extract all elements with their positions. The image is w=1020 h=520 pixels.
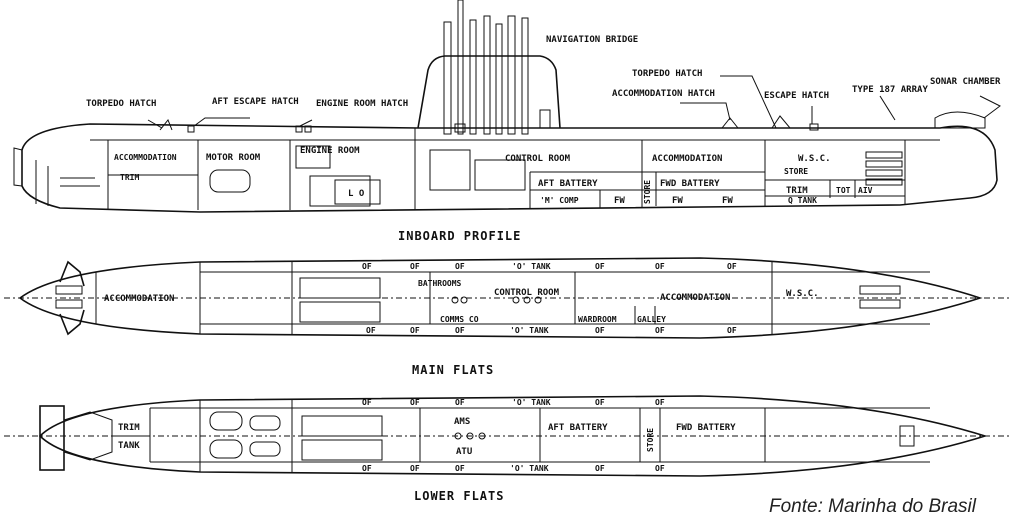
main-label-wardroom: WARDROOM [578, 315, 617, 324]
lower-of-7: OF [410, 464, 420, 473]
lower-of-5: OF [655, 398, 665, 407]
label-fw-3: FW [722, 196, 733, 206]
label-aiv: AIV [858, 186, 873, 195]
main-of-12: OF [727, 326, 737, 335]
label-accommodation-fwd: ACCOMMODATION [652, 154, 722, 164]
lower-flats: OF OF OF 'O' TANK OF OF OF OF OF 'O' TAN… [4, 395, 1010, 503]
label-engine-room-hatch: ENGINE ROOM HATCH [316, 99, 408, 109]
label-escape-hatch: ESCAPE HATCH [764, 91, 829, 101]
main-label-galley: GALLEY [637, 315, 666, 324]
hull-outline [21, 123, 998, 213]
lower-of-9: OF [595, 464, 605, 473]
lower-of-2: OF [410, 398, 420, 407]
main-flats: OF OF OF 'O' TANK OF OF OF OF OF OF 'O' … [4, 257, 1010, 377]
main-of-4: OF [595, 262, 605, 271]
fin [417, 55, 561, 129]
label-engine-room: ENGINE ROOM [300, 146, 360, 156]
label-trim-fwd: TRIM [786, 186, 808, 196]
label-aft-escape-hatch: AFT ESCAPE HATCH [212, 97, 299, 107]
title-lower-flats: LOWER FLATS [414, 489, 504, 503]
lower-of-1: OF [362, 398, 372, 407]
lower-of-3: OF [455, 398, 465, 407]
lower-of-10: OF [655, 464, 665, 473]
label-torpedo-hatch-aft: TORPEDO HATCH [86, 99, 156, 109]
main-label-accommodation-fwd: ACCOMMODATION [660, 293, 730, 303]
label-motor-room: MOTOR ROOM [206, 153, 261, 163]
label-store: STORE [784, 167, 808, 176]
label-sonar-chamber: SONAR CHAMBER [930, 77, 1001, 87]
main-o-tank-top: 'O' TANK [512, 262, 551, 271]
label-fwd-battery: FWD BATTERY [660, 179, 720, 189]
lower-label-fwd-battery: FWD BATTERY [676, 423, 736, 433]
label-fw-1: FW [614, 196, 625, 206]
main-flats-hull [18, 257, 983, 339]
label-aft-battery: AFT BATTERY [538, 179, 598, 189]
main-of-8: OF [410, 326, 420, 335]
label-lo: L O [348, 189, 365, 199]
lower-label-aft-battery: AFT BATTERY [548, 423, 608, 433]
lower-of-6: OF [362, 464, 372, 473]
label-m-comp: 'M' COMP [540, 196, 579, 205]
label-type-187-array: TYPE 187 ARRAY [852, 85, 928, 95]
main-of-1: OF [362, 262, 372, 271]
title-inboard-profile: INBOARD PROFILE [398, 229, 521, 243]
main-label-accommodation-aft: ACCOMMODATION [104, 294, 174, 304]
label-accommodation-aft: ACCOMMODATION [114, 153, 177, 162]
label-q-tank: Q TANK [788, 196, 817, 205]
label-navigation-bridge: NAVIGATION BRIDGE [546, 35, 638, 45]
lower-label-store: STORE [646, 428, 655, 452]
main-of-9: OF [455, 326, 465, 335]
main-of-10: OF [595, 326, 605, 335]
main-of-3: OF [455, 262, 465, 271]
main-label-bathrooms: BATHROOMS [418, 279, 462, 288]
masts [443, 0, 529, 135]
main-of-2: OF [410, 262, 420, 271]
main-label-comms-co: COMMS CO [440, 315, 479, 324]
lower-flats-hull [38, 395, 988, 477]
lower-o-tank-top: 'O' TANK [512, 398, 551, 407]
main-of-11: OF [655, 326, 665, 335]
lower-of-8: OF [455, 464, 465, 473]
label-torpedo-hatch-fwd: TORPEDO HATCH [632, 69, 702, 79]
title-main-flats: MAIN FLATS [412, 363, 494, 377]
main-of-5: OF [655, 262, 665, 271]
main-label-wsc: W.S.C. [786, 289, 819, 299]
lower-o-tank-bottom: 'O' TANK [510, 464, 549, 473]
source-caption: Fonte: Marinha do Brasil [769, 496, 976, 517]
inboard-profile: TORPEDO HATCH AFT ESCAPE HATCH ENGINE RO… [13, 0, 1001, 243]
label-store-vertical: STORE [643, 180, 652, 204]
main-of-6: OF [727, 262, 737, 271]
lower-of-4: OF [595, 398, 605, 407]
label-control-room: CONTROL ROOM [505, 154, 571, 164]
lower-label-ams: AMS [454, 417, 470, 427]
lower-label-tank: TANK [118, 441, 140, 451]
lower-label-trim: TRIM [118, 423, 140, 433]
label-tot: TOT [836, 186, 851, 195]
label-trim-aft: TRIM [120, 173, 139, 182]
label-accommodation-hatch: ACCOMMODATION HATCH [612, 89, 715, 99]
main-label-control-room: CONTROL ROOM [494, 288, 560, 298]
label-wsc: W.S.C. [798, 154, 831, 164]
lower-label-atu: ATU [456, 447, 472, 457]
main-o-tank-bottom: 'O' TANK [510, 326, 549, 335]
label-fw-2: FW [672, 196, 683, 206]
main-of-7: OF [366, 326, 376, 335]
